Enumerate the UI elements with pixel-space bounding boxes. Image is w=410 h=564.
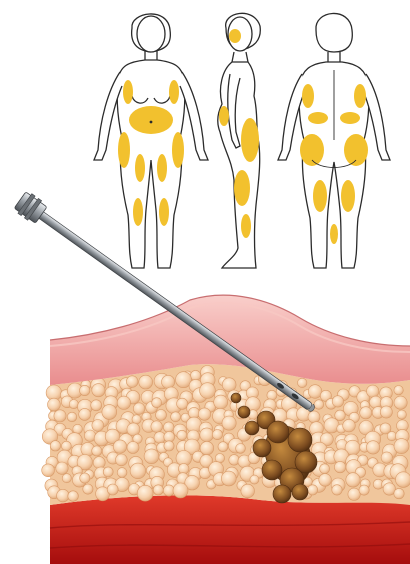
fat-cell bbox=[171, 412, 181, 422]
fat-cell bbox=[381, 452, 392, 463]
fat-cell bbox=[93, 457, 105, 469]
figure-front bbox=[94, 14, 208, 268]
fat-cell bbox=[177, 398, 188, 409]
tissue-cross-section bbox=[42, 295, 410, 564]
fat-cell bbox=[62, 441, 72, 451]
fat-cell bbox=[132, 415, 141, 424]
fat-cell bbox=[162, 375, 175, 388]
fat-cell bbox=[212, 430, 222, 440]
fat-cell bbox=[314, 400, 324, 410]
fat-cell bbox=[126, 376, 138, 388]
fat-cell bbox=[222, 378, 236, 392]
figure-side bbox=[218, 13, 260, 268]
fat-cell bbox=[250, 475, 259, 484]
fat-cell bbox=[214, 395, 228, 409]
fat-cell bbox=[130, 463, 146, 479]
fat-cell bbox=[319, 474, 332, 487]
fat-cell bbox=[137, 485, 153, 501]
fat-cell bbox=[394, 439, 409, 454]
fat-cell bbox=[117, 468, 127, 478]
fat-cell bbox=[308, 385, 322, 399]
fat-cell bbox=[92, 384, 105, 397]
fat-cell bbox=[394, 396, 407, 409]
fat-cell bbox=[80, 473, 90, 483]
fat-cell bbox=[67, 412, 77, 422]
figure-back bbox=[278, 13, 390, 268]
fat-cell bbox=[298, 378, 307, 387]
fat-cell bbox=[139, 375, 153, 389]
muscle-layer bbox=[50, 495, 410, 564]
fat-cell bbox=[177, 430, 187, 440]
fat-cell bbox=[42, 464, 55, 477]
fat-cell bbox=[69, 400, 78, 409]
fat-cell bbox=[173, 483, 188, 498]
fat-cell bbox=[394, 386, 403, 395]
fat-cell bbox=[152, 398, 162, 408]
fat-cell bbox=[394, 488, 404, 498]
fat-cell bbox=[156, 410, 167, 421]
fat-cell bbox=[359, 485, 369, 495]
fat-cell bbox=[164, 441, 174, 451]
fat-cell bbox=[92, 420, 104, 432]
fat-cell bbox=[91, 400, 102, 411]
fat-cell bbox=[396, 472, 410, 488]
fat-cell bbox=[163, 422, 174, 433]
fat-cell bbox=[348, 488, 360, 500]
fat-cell bbox=[103, 467, 113, 477]
fat-cell bbox=[241, 484, 255, 498]
fat-cell bbox=[332, 396, 343, 407]
fat-cell bbox=[346, 473, 360, 487]
fat-cell bbox=[308, 411, 320, 423]
fat-cell bbox=[222, 416, 236, 430]
fat-cell bbox=[397, 410, 406, 419]
fat-cell bbox=[113, 440, 126, 453]
fat-cell bbox=[144, 449, 159, 464]
fat-cell bbox=[343, 419, 356, 432]
fat-cell bbox=[334, 461, 345, 472]
fat-cell bbox=[320, 464, 330, 474]
fat-cell bbox=[79, 408, 91, 420]
fat-cell bbox=[48, 398, 61, 411]
fat-cell bbox=[117, 396, 130, 409]
fat-cell bbox=[200, 383, 216, 399]
fat-cell bbox=[236, 444, 246, 454]
fat-cell bbox=[92, 446, 102, 456]
fat-cell bbox=[360, 407, 372, 419]
fat-cell bbox=[68, 491, 79, 502]
fat-cell bbox=[50, 441, 60, 451]
fat-cell bbox=[151, 421, 163, 433]
fat-cell bbox=[200, 428, 214, 442]
fat-cell bbox=[153, 485, 163, 495]
fat-cell bbox=[387, 431, 396, 440]
fat-cell bbox=[83, 484, 93, 494]
fat-cell bbox=[133, 403, 145, 415]
fat-cell bbox=[102, 405, 117, 420]
fat-cell bbox=[221, 471, 236, 486]
fat-cell bbox=[198, 408, 210, 420]
fat-cell bbox=[80, 385, 90, 395]
fat-cell bbox=[366, 441, 379, 454]
fat-cell bbox=[54, 410, 66, 422]
fat-cell bbox=[62, 474, 71, 483]
fat-cell bbox=[107, 484, 118, 495]
fat-cell bbox=[380, 406, 392, 418]
fat-cell bbox=[116, 454, 128, 466]
fat-cell bbox=[308, 485, 318, 495]
fat-cell bbox=[367, 385, 379, 397]
fat-cell bbox=[57, 489, 70, 502]
fat-cell bbox=[127, 442, 139, 454]
fat-cell bbox=[56, 462, 68, 474]
fat-cell bbox=[218, 442, 228, 452]
fat-cell bbox=[332, 485, 342, 495]
